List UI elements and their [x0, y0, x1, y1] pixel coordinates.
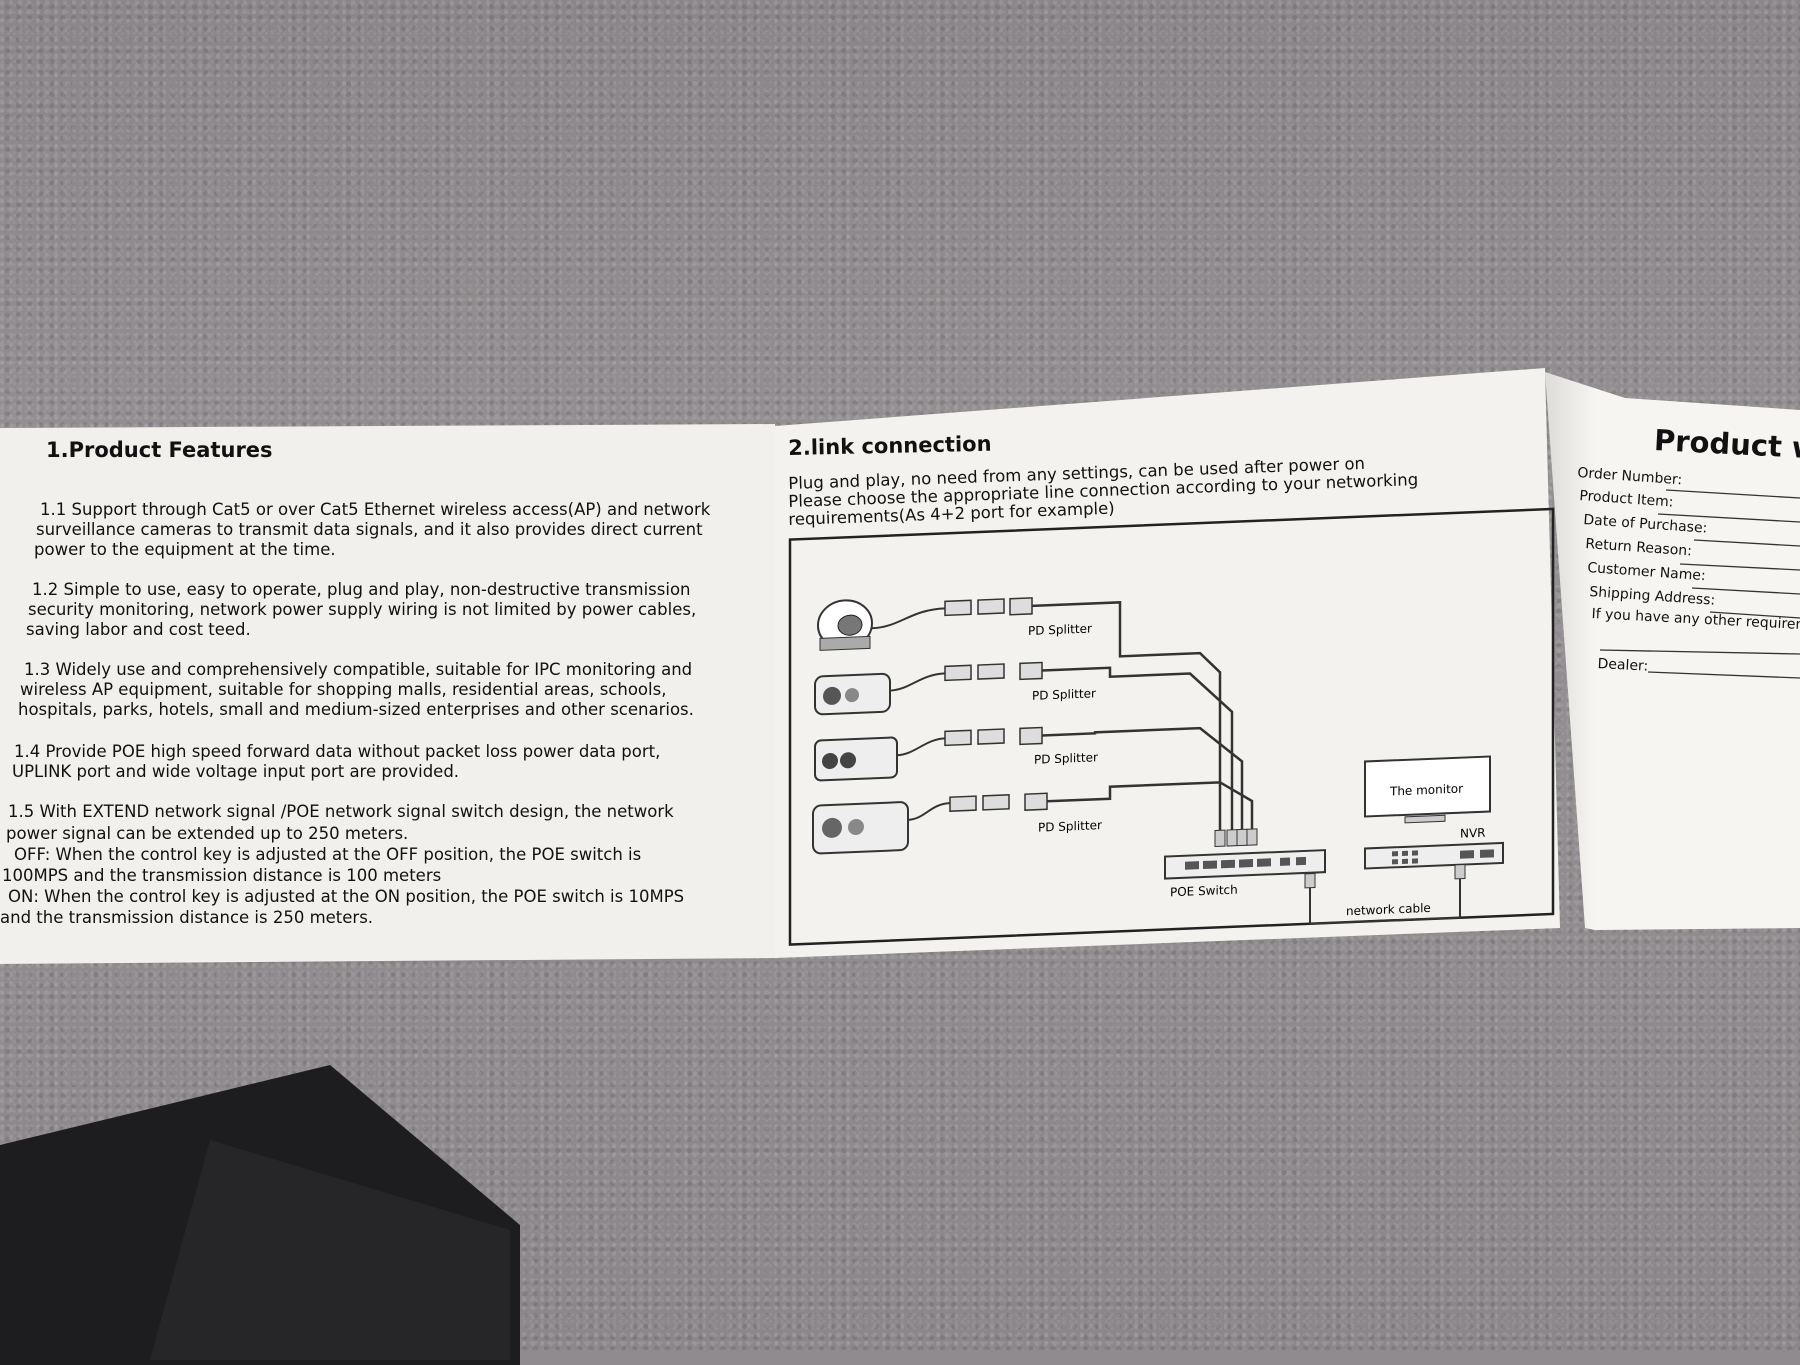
brochure-panel-left [0, 424, 775, 964]
link-connection-title: 2.link connection [788, 431, 992, 460]
product-features-title: 1.Product Features [46, 438, 273, 462]
nvr-icon [1364, 841, 1504, 870]
splitter-label-2: PD Splitter [1032, 686, 1096, 703]
pd-splitters [944, 597, 1048, 812]
connection-diagram: PD Splitter PD Splitter PD Splitter PD S… [788, 507, 1555, 946]
poe-switch-label: POE Switch [1170, 883, 1238, 900]
bullet-camera-icon-2 [814, 736, 898, 782]
bullet-camera-icon-1 [814, 672, 891, 716]
diagram-frame [788, 507, 1555, 946]
switch-plugs [1214, 828, 1258, 848]
camera-cables [871, 607, 951, 821]
monitor-label: The monitor [1389, 782, 1463, 799]
dome-camera-icon [817, 599, 873, 651]
monitor-icon [1364, 755, 1491, 824]
splitter-label-4: PD Splitter [1038, 818, 1102, 835]
splitter-label-1: PD Splitter [1028, 621, 1092, 638]
splitter-label-3: PD Splitter [1034, 750, 1098, 767]
switch-cables [1032, 601, 1254, 833]
form-lines [1599, 489, 1800, 679]
network-cable [1309, 870, 1461, 925]
bullet-camera-icon-3 [812, 801, 909, 855]
nvr-label: NVR [1460, 826, 1486, 841]
poe-switch-icon [1164, 849, 1326, 880]
network-cable-label: network cable [1346, 901, 1431, 918]
